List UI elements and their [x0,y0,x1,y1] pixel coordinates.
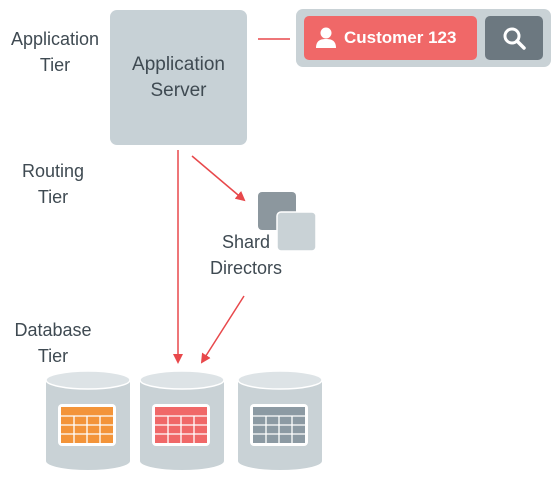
table-grid-icon [250,404,308,446]
application-server: Application Server [110,10,247,145]
database-icon [45,370,131,470]
application-server-label: Application Server [132,53,225,101]
customer-search-field[interactable]: Customer 123 [304,16,477,60]
arrow-shard-directors-to-database [200,295,245,364]
search-button[interactable] [485,16,543,60]
search-icon [503,27,526,50]
database-icon [139,370,225,470]
table-grid-icon [152,404,210,446]
shard-director-icon [258,192,317,252]
customer-search-value: Customer 123 [344,28,457,47]
database-tier-label: Database Tier [14,320,92,366]
application-tier-label: Application Tier [10,29,100,75]
customer-search-panel: Customer 123 [296,9,551,67]
user-icon [316,27,336,48]
arrow-server-to-shard-directors [191,155,246,202]
table-grid-icon [58,404,116,446]
shard-directors-label: Shard Directors [209,232,282,278]
database-icon [237,370,323,470]
routing-tier-label: Routing Tier [21,161,85,207]
